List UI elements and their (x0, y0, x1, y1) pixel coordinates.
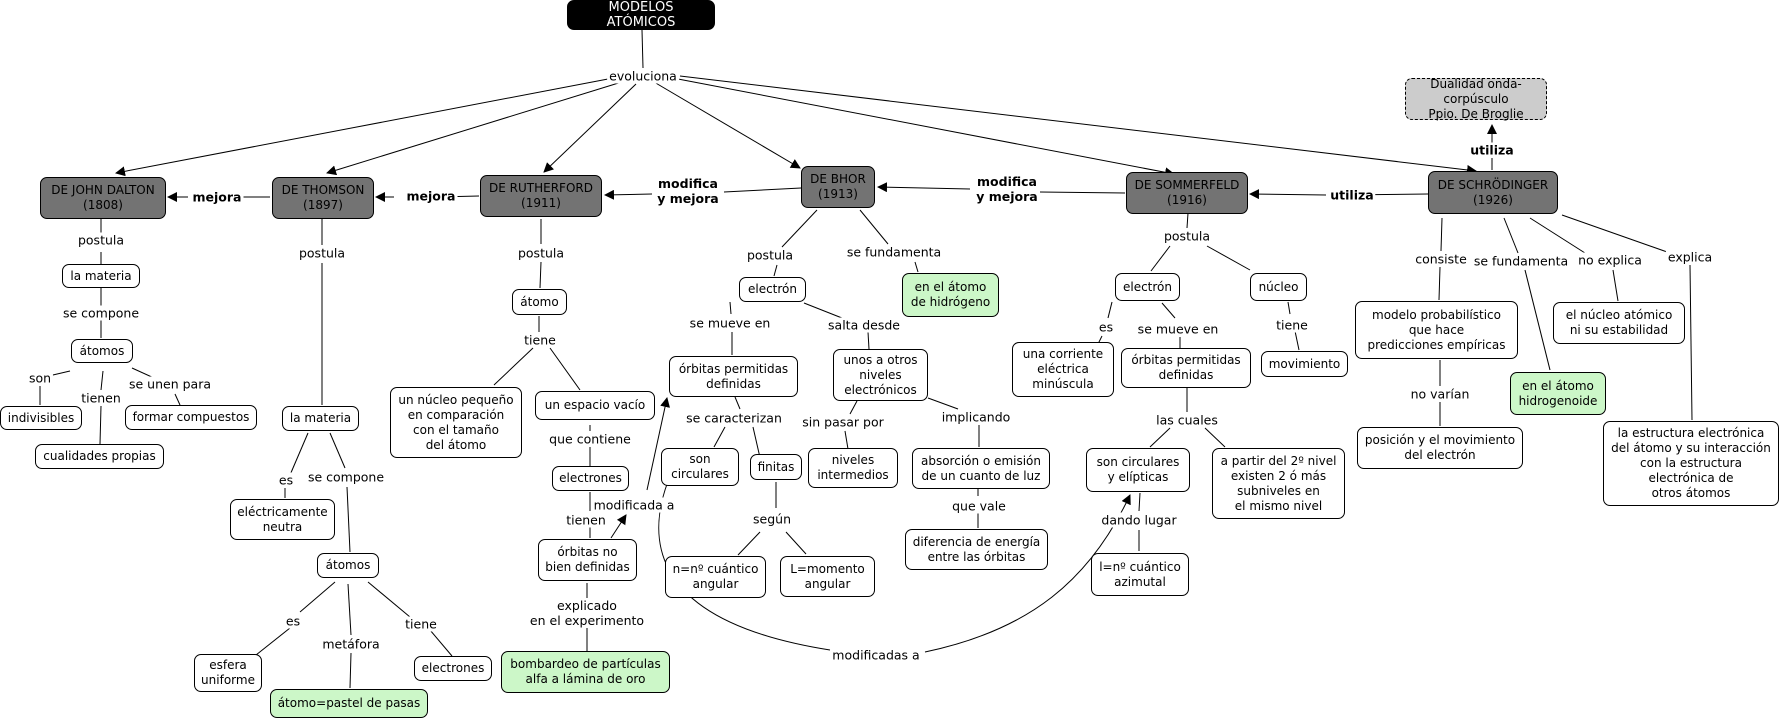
concept-bombardeo: bombardeo de partículas alfa a lámina de… (501, 651, 670, 693)
link-rutherford-tienen: tienen (564, 512, 608, 528)
concept-thomson-atomos: átomos (317, 553, 379, 578)
link-schrodinger-no-explica: no explica (1576, 252, 1644, 268)
concept-sommerfeld-nucleo: núcleo (1250, 273, 1307, 301)
concept-nucleo-estabilidad: el núcleo atómico ni su estabilidad (1553, 302, 1685, 344)
link-utiliza-schrodinger-sommerfeld: utiliza (1328, 187, 1376, 203)
concept-atomo-hidrogeno: en el átomo de hidrógeno (902, 273, 999, 317)
link-dalton-postula: postula (75, 232, 127, 248)
concept-electricamente-neutra: eléctricamente neutra (230, 499, 335, 540)
link-dalton-son: son (26, 370, 54, 386)
link-rutherford-explicado: explicado en el experimento (527, 598, 647, 628)
concept-dualidad: Dualidad onda-corpúsculo Ppio. De Brogli… (1405, 77, 1547, 121)
link-dalton-tienen: tienen (79, 390, 123, 406)
link-bohr-sin-pasar: sin pasar por (800, 414, 886, 430)
concept-thomson-materia: la materia (282, 406, 359, 431)
concept-rutherford-atomo: átomo (512, 289, 567, 315)
concept-absorcion-emision: absorción o emisión de un cuanto de luz (912, 448, 1050, 489)
concept-son-circulares: son circulares (661, 448, 739, 486)
concept-sommerfeld-electron: electrón (1115, 273, 1180, 301)
concept-bohr-electron: electrón (739, 277, 806, 302)
concept-estructura-electronica: la estructura electrónica del átomo y su… (1603, 421, 1779, 506)
concept-dalton-materia: la materia (62, 264, 140, 288)
link-sommerfeld-se-mueve: se mueve en (1135, 321, 1221, 337)
concept-thomson: DE THOMSON (1897) (272, 177, 374, 219)
link-sommerfeld-dando-lugar: dando lugar (1099, 512, 1179, 528)
link-rutherford-tiene: tiene (522, 332, 558, 348)
concept-l-azimutal: l=nº cuántico azimutal (1091, 553, 1189, 596)
concept-atomo-hidrogenoide: en el átomo hidrogenoide (1510, 372, 1606, 415)
link-thomson-se-compone: se compone (305, 469, 387, 485)
link-thomson-postula: postula (296, 245, 348, 261)
concept-circulares-elipticas: son circulares y elípticas (1086, 448, 1190, 492)
link-bohr-salta: salta desde (826, 317, 902, 333)
link-mejora-thomson-dalton: mejora (190, 189, 244, 205)
concept-bohr: DE BHOR (1913) (801, 166, 875, 208)
concept-movimiento: movimiento (1261, 351, 1348, 377)
concept-finitas: finitas (750, 454, 802, 480)
link-rutherford-que-contiene: que contiene (547, 431, 633, 447)
link-rutherford-modificada: modificada a (591, 497, 677, 513)
link-schrodinger-explica: explica (1665, 249, 1715, 265)
concept-corriente-electrica: una corriente eléctrica minúscula (1012, 342, 1114, 397)
concept-posicion-movimiento: posición y el movimiento del electrón (1357, 427, 1523, 469)
link-bohr-se-mueve: se mueve en (687, 315, 773, 331)
link-mejora-rutherford-thomson: mejora (404, 188, 458, 204)
link-thomson-es-esfera: es (283, 613, 303, 629)
link-thomson-metafora: metáfora (320, 636, 382, 652)
concept-formar-compuestos: formar compuestos (125, 405, 257, 430)
concept-dalton-atomos: átomos (71, 339, 133, 363)
concept-l-momento: L=momento angular (780, 556, 875, 597)
link-schrodinger-consiste: consiste (1413, 251, 1469, 267)
concept-rutherford: DE RUTHERFORD (1911) (480, 175, 602, 217)
link-utiliza-dualidad: utiliza (1468, 142, 1516, 158)
concept-n-cuantico: n=nº cuántico angular (665, 556, 766, 598)
concept-diferencia-energia: diferencia de energía entre las órbitas (905, 529, 1048, 570)
concept-schrodinger: DE SCHRÖDINGER (1926) (1428, 171, 1558, 214)
concept-bohr-orbitas: órbitas permitidas definidas (669, 356, 798, 397)
concept-rutherford-electrones: electrones (552, 466, 629, 491)
concept-nucleo-pequeno: un núcleo pequeño en comparación con el … (390, 387, 522, 458)
concept-dalton: DE JOHN DALTON (1808) (40, 177, 166, 219)
link-dalton-se-compone: se compone (60, 305, 142, 321)
link-sommerfeld-tiene: tiene (1274, 317, 1310, 333)
concept-modelo-probabilistico: modelo probabilístico que hace prediccio… (1355, 301, 1518, 359)
link-bohr-fundamenta: se fundamenta (844, 244, 944, 260)
link-bohr-que-vale: que vale (950, 498, 1008, 514)
link-schrodinger-fundamenta: se fundamenta (1471, 253, 1571, 269)
concept-orbitas-no-definidas: órbitas no bien definidas (538, 539, 637, 581)
concept-sommerfeld-orbitas: órbitas permitidas definidas (1121, 348, 1251, 388)
link-bohr-caracterizan: se caracterizan (684, 410, 784, 426)
concept-otros-niveles: unos a otros niveles electrónicos (833, 349, 928, 401)
concept-atomo-pastel: átomo=pastel de pasas (270, 689, 428, 718)
concept-subniveles: a partir del 2º nivel existen 2 ó más su… (1212, 448, 1345, 519)
link-sommerfeld-es: es (1096, 319, 1116, 335)
link-thomson-es: es (276, 472, 296, 488)
link-schrodinger-no-varian: no varían (1408, 386, 1472, 402)
link-bohr-implicando: implicando (939, 409, 1013, 425)
link-bohr-segun: según (751, 511, 793, 527)
link-thomson-tiene: tiene (403, 616, 439, 632)
link-evoluciona: evoluciona (607, 68, 679, 84)
link-rutherford-postula: postula (515, 245, 567, 261)
concept-indivisibles: indivisibles (0, 406, 82, 430)
link-dalton-se-unen: se unen para (126, 376, 214, 392)
link-modificadas-a: modificadas a (830, 647, 922, 663)
link-sommerfeld-las-cuales: las cuales (1154, 412, 1220, 428)
concept-thomson-electrones: electrones (414, 656, 492, 681)
concept-cualidades-propias: cualidades propias (35, 444, 164, 469)
link-sommerfeld-postula: postula (1161, 228, 1213, 244)
concept-sommerfeld: DE SOMMERFELD (1916) (1126, 172, 1248, 214)
concept-espacio-vacio: un espacio vacío (535, 391, 655, 420)
concept-niveles-intermedios: niveles intermedios (808, 448, 898, 488)
link-modifica-bohr-rutherford: modifica y mejora (655, 176, 721, 206)
link-bohr-postula: postula (744, 247, 796, 263)
concept-esfera-uniforme: esfera uniforme (194, 654, 262, 692)
concept-modelos-atomicos: MODELOS ATÓMICOS (567, 0, 715, 30)
link-modifica-sommerfeld-bohr: modifica y mejora (974, 174, 1040, 204)
